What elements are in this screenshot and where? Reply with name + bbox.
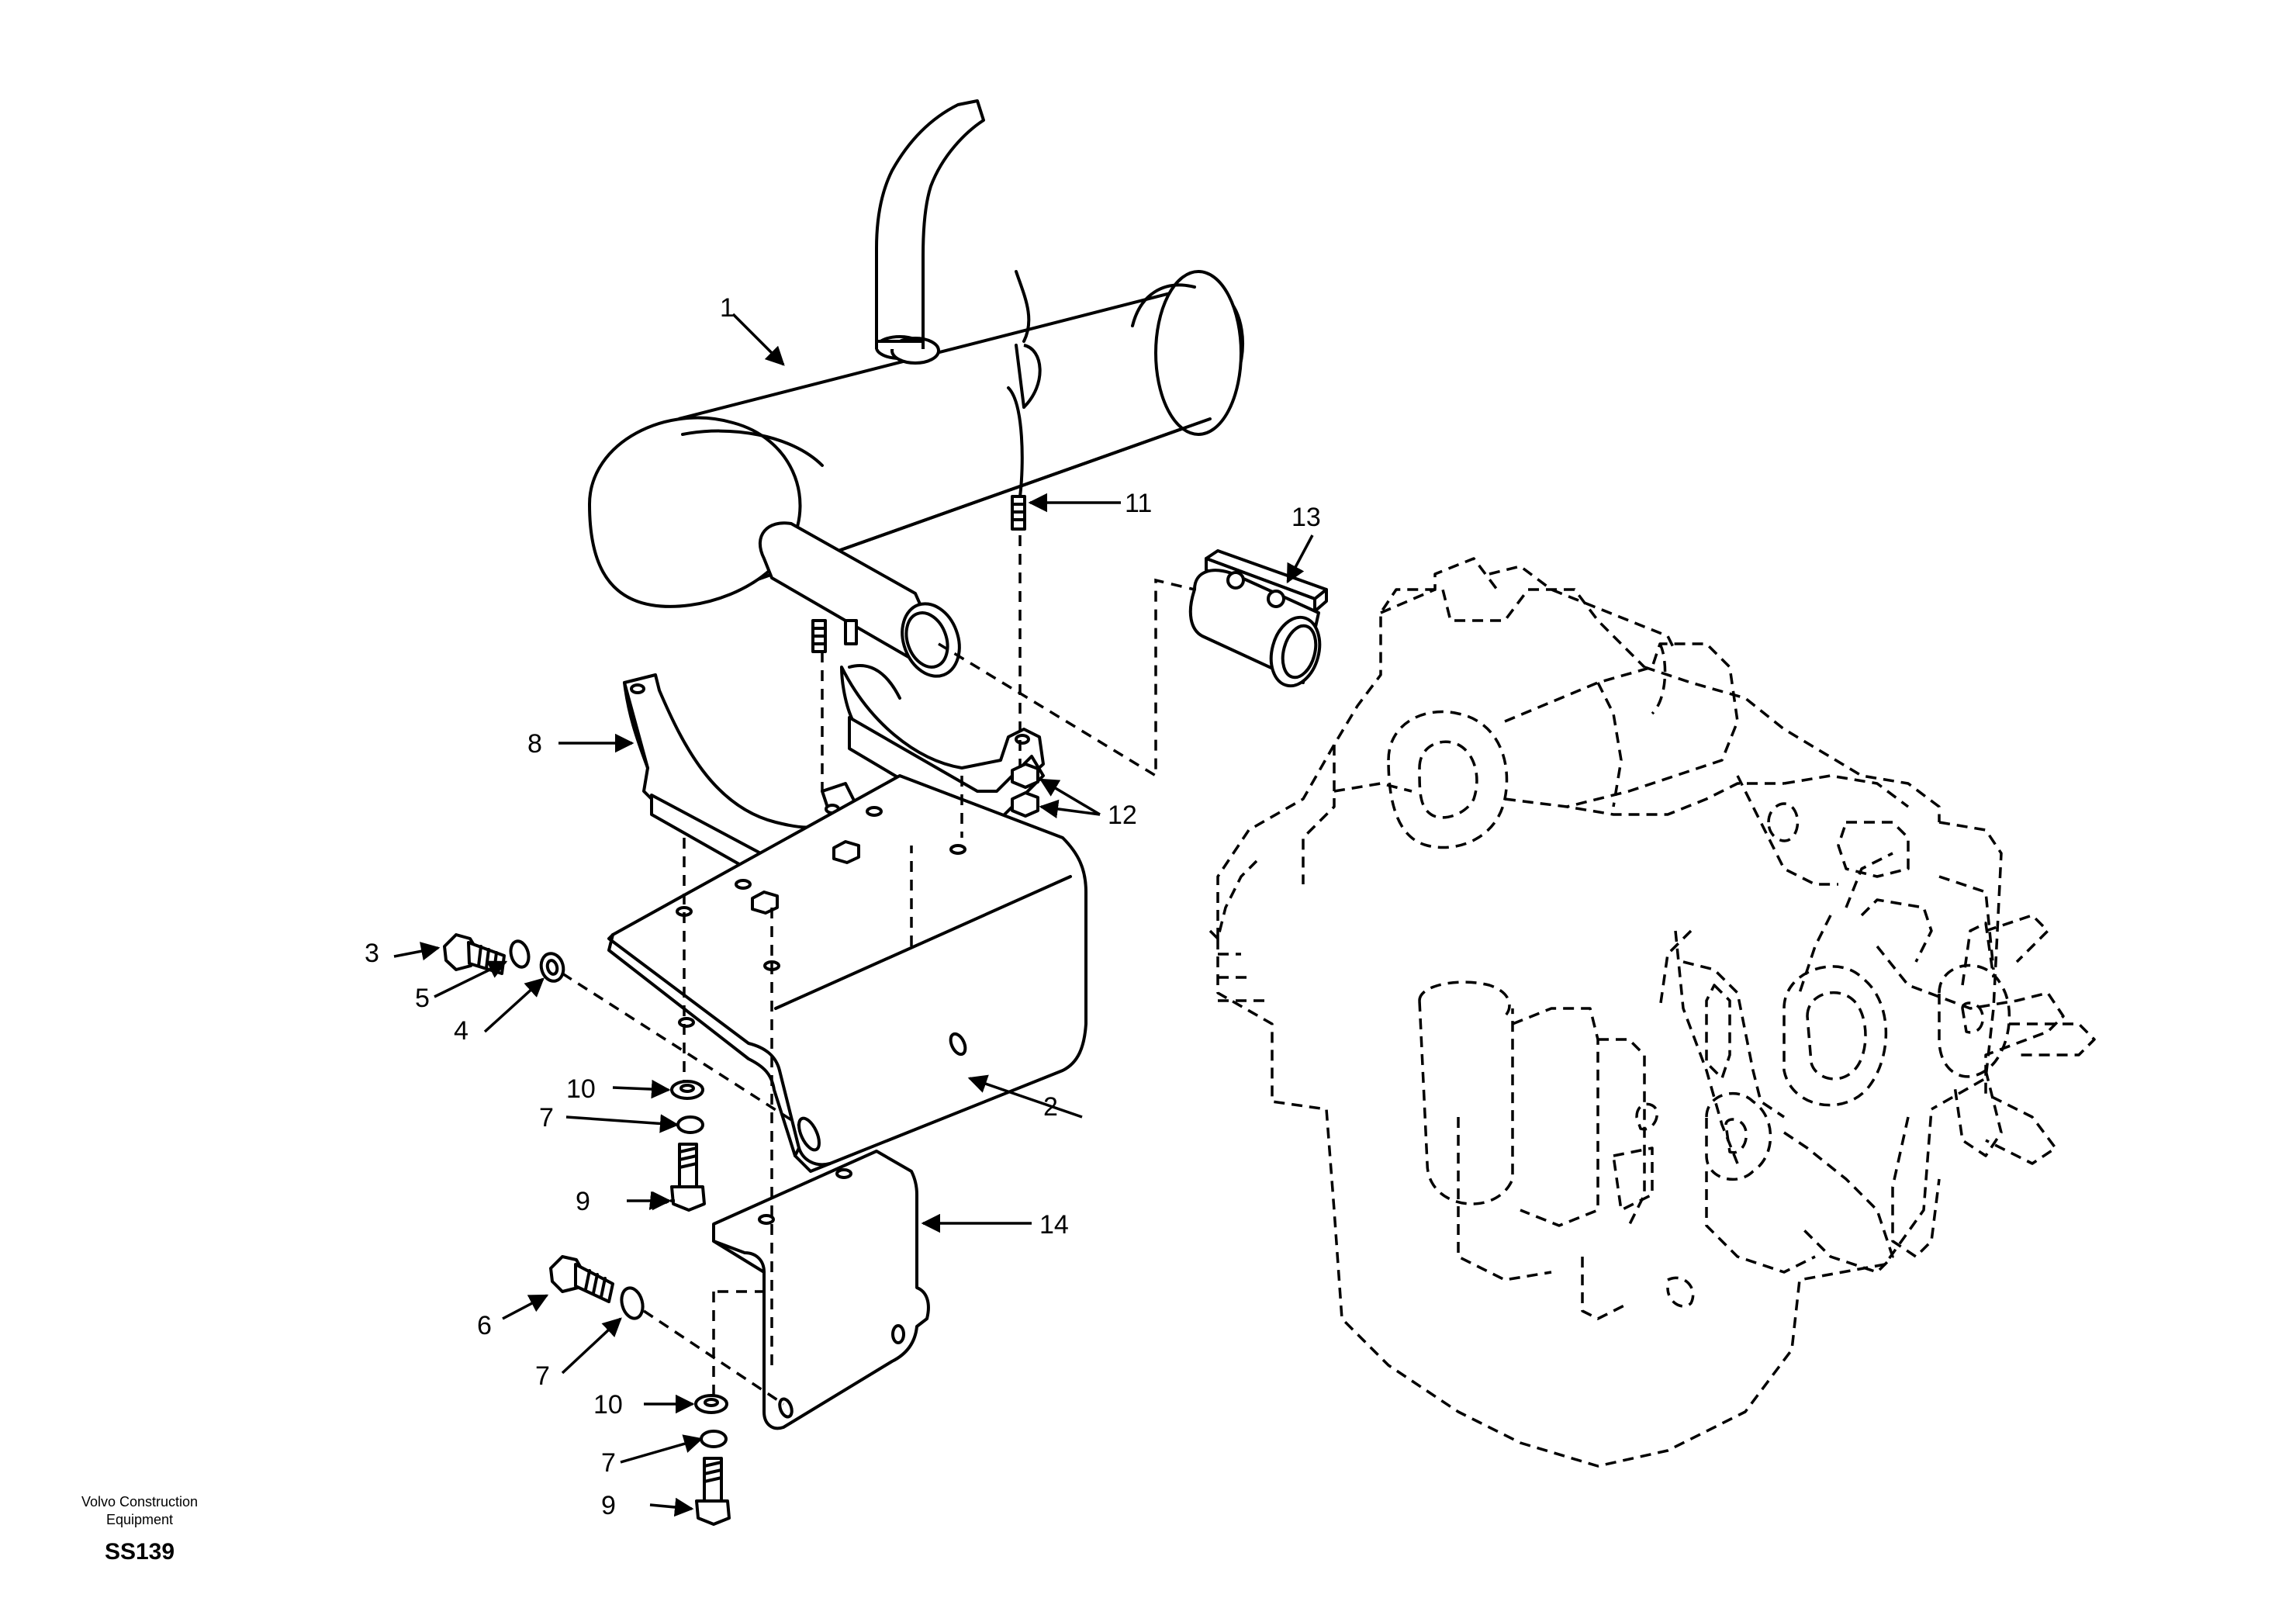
callout-1: 1 xyxy=(720,293,735,323)
nuts-12 xyxy=(1011,763,1039,818)
callout-6: 6 xyxy=(477,1311,492,1340)
callout-numbers: 1 2 3 4 5 6 7 7 7 8 9 9 10 10 11 12 13 1… xyxy=(365,293,1321,1520)
lock-washer-7-mid xyxy=(620,1286,645,1320)
callout-7-upper: 7 xyxy=(539,1103,554,1133)
drawing-code: SS139 xyxy=(105,1539,175,1565)
exhaust-tailpipe xyxy=(875,99,985,360)
callout-leaders xyxy=(393,313,1314,1517)
callout-8: 8 xyxy=(527,729,542,759)
callout-7-lower: 7 xyxy=(601,1448,616,1478)
assembly-guide-lines xyxy=(562,535,1195,1406)
bolt-6 xyxy=(549,1255,614,1303)
pipe-clamp xyxy=(1188,549,1328,688)
bolt-9-upper xyxy=(670,1143,706,1212)
company-name-line1: Volvo Construction xyxy=(81,1494,198,1510)
engine-phantom-outline xyxy=(1209,557,2096,1468)
callout-9-upper: 9 xyxy=(576,1187,590,1216)
lock-washer-7-lower xyxy=(700,1430,728,1448)
mounting-bracket xyxy=(607,774,1087,1173)
callout-11: 11 xyxy=(1125,489,1152,518)
muffler-studs xyxy=(811,386,1026,653)
lower-support-bracket xyxy=(712,1150,930,1430)
muffler xyxy=(588,270,1244,608)
callout-12: 12 xyxy=(1108,801,1137,830)
callout-13: 13 xyxy=(1292,503,1321,532)
callout-2: 2 xyxy=(1043,1092,1058,1122)
muffler-outlet-pipe xyxy=(759,521,961,678)
washer-10-lower xyxy=(694,1394,728,1414)
lock-washer-5 xyxy=(509,939,531,969)
bolt-3 xyxy=(443,933,506,975)
lock-washer-7-upper xyxy=(676,1115,704,1134)
callout-14: 14 xyxy=(1039,1210,1069,1240)
callout-3: 3 xyxy=(365,939,379,968)
callout-9-lower: 9 xyxy=(601,1491,616,1520)
callout-10-upper: 10 xyxy=(566,1074,596,1104)
callout-7-mid: 7 xyxy=(535,1361,550,1391)
footer-block: Volvo Construction Equipment SS139 xyxy=(81,1494,198,1565)
callout-4: 4 xyxy=(454,1016,469,1046)
callout-5: 5 xyxy=(415,984,430,1013)
callout-10-lower: 10 xyxy=(593,1390,623,1420)
company-name-line2: Equipment xyxy=(106,1512,173,1527)
washer-10-upper xyxy=(670,1080,704,1100)
washer-4 xyxy=(539,952,565,983)
bolt-9-lower xyxy=(695,1457,731,1526)
